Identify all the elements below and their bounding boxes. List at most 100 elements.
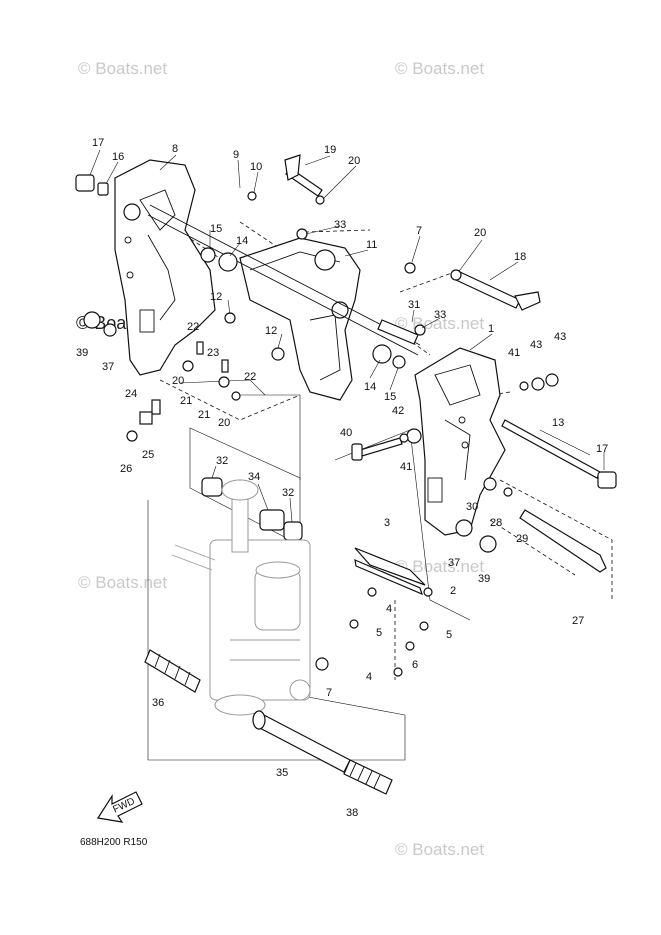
callout-label: 20: [474, 227, 486, 239]
tilt-unit: [171, 479, 311, 716]
callout-label: 33: [334, 219, 346, 231]
callout-label: 19: [324, 144, 336, 156]
callout-label: 41: [400, 461, 412, 473]
bushing-34: [259, 509, 285, 531]
reference-line: [399, 269, 461, 293]
washer-41-lower: [399, 433, 409, 443]
spring-38: [343, 759, 393, 795]
callout-label: 37: [102, 361, 114, 373]
bushing-14-right: [372, 344, 392, 364]
collar-22-b: [221, 359, 229, 373]
callout-label: 43: [530, 339, 542, 351]
callout-label: 6: [412, 659, 418, 671]
callouts: 17 16 8 9 10 19 20 33 15 14 11 7 20 18 1…: [76, 137, 608, 819]
callout-label: 23: [207, 347, 219, 359]
bushing-32-left: [201, 477, 223, 497]
plate-3: [354, 547, 433, 597]
bolt-20-right: [450, 269, 462, 281]
bolt-40: [359, 437, 403, 457]
callout-label: 21: [198, 409, 210, 421]
washer-37-right: [455, 519, 473, 537]
clip-6: [405, 641, 415, 651]
swivel-bracket: [239, 237, 361, 401]
callout-label: 2: [450, 585, 456, 597]
callout-label: 38: [346, 807, 358, 819]
nut-43-b: [545, 373, 559, 387]
callout-label: 20: [348, 155, 360, 167]
callout-label: 21: [180, 395, 192, 407]
spring-36: [144, 649, 201, 693]
bushings: [201, 477, 303, 541]
callout-label: 13: [552, 417, 564, 429]
callout-label: 18: [514, 251, 526, 263]
bushing-14: [218, 252, 238, 272]
callout-label: 17: [596, 443, 608, 455]
bolt-5-a: [349, 619, 359, 629]
callout-label: 16: [112, 151, 124, 163]
callout-label: 7: [326, 687, 332, 699]
shaft-35: [255, 713, 351, 773]
callout-label: 32: [282, 487, 294, 499]
diagram-code: 688H200 R150: [80, 837, 148, 848]
callout-label: 40: [340, 427, 352, 439]
bracket-line: [334, 429, 471, 621]
watermark: © Boats.net: [78, 59, 167, 78]
bolt-20-small: [231, 391, 241, 401]
nut-17-left: [75, 174, 95, 192]
callout-label: 22: [187, 321, 199, 333]
callout-label: 42: [392, 405, 404, 417]
bolt-7-top: [404, 262, 416, 274]
callout-label: 20: [172, 375, 184, 387]
callout-label: 8: [172, 143, 178, 155]
watermark: © Boats.net: [395, 840, 484, 859]
bushing-32-right: [283, 521, 303, 541]
nut-17-right: [597, 471, 617, 489]
lever-18: [514, 291, 541, 311]
bracket-line: [147, 500, 406, 761]
bolt-20-top: [315, 195, 325, 205]
reference-line: [239, 221, 301, 263]
watermark: © Boats.net: [395, 59, 484, 78]
callout-label: 11: [366, 239, 377, 251]
reference-line: [499, 479, 613, 600]
lower-shafts: [144, 649, 393, 795]
bolt-4-b: [393, 667, 403, 677]
plate-25: [139, 411, 153, 425]
bolt-5-b: [419, 621, 429, 631]
callout-label: 7: [416, 225, 422, 237]
clip-28: [503, 487, 513, 497]
callout-label: 12: [210, 291, 222, 303]
bolt-7-lower: [315, 657, 329, 671]
rods-and-bolts: [147, 154, 617, 573]
bolt-21-a: [182, 360, 194, 372]
callout-label: 29: [516, 533, 528, 545]
callout-label: 31: [408, 299, 420, 311]
callout-label: 25: [142, 449, 154, 461]
leader-lines: [89, 149, 605, 523]
watermark: © Boats.net: [395, 557, 484, 576]
bolt-12-left: [224, 312, 236, 324]
fwd-arrow: FWD: [97, 791, 143, 823]
bolt-39-right: [479, 535, 497, 553]
washer-16: [97, 182, 109, 196]
callout-label: 22: [244, 371, 256, 383]
bolt-39-left: [83, 311, 101, 329]
bolt-40-head: [351, 443, 363, 461]
callout-label: 27: [572, 615, 584, 627]
callout-label: 34: [248, 471, 260, 483]
callout-label: 35: [276, 767, 288, 779]
callout-label: 32: [216, 455, 228, 467]
callout-label: 28: [490, 517, 502, 529]
reference-line: [159, 379, 301, 421]
left-clamp-bracket: [114, 159, 216, 376]
callout-label: 36: [152, 697, 164, 709]
shaft-35-end: [252, 710, 266, 730]
callout-label: 30: [466, 501, 478, 513]
bracket-line: [179, 379, 266, 396]
washer-41: [519, 381, 529, 391]
callout-label: 10: [250, 161, 262, 173]
bolt-21-b: [218, 376, 230, 388]
lever-19: [284, 154, 301, 181]
through-rod-13: [501, 419, 601, 479]
